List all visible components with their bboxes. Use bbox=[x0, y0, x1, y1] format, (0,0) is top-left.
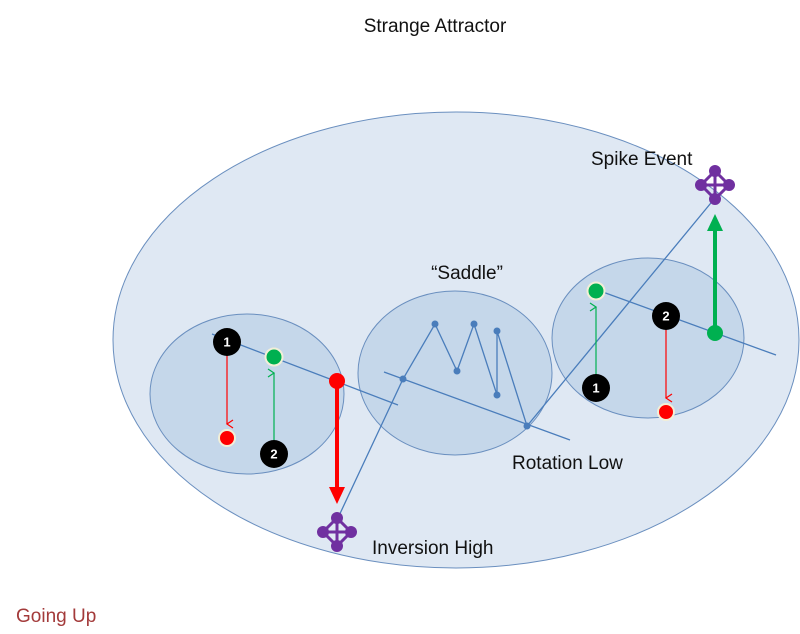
right-marker-1: 1 bbox=[582, 374, 610, 402]
saddle-trend-line bbox=[383, 371, 571, 441]
left-basin-ellipse bbox=[149, 313, 345, 475]
right-red-dot bbox=[657, 403, 675, 421]
left-marker-1: 1 bbox=[213, 328, 241, 356]
svg-text:2: 2 bbox=[270, 447, 277, 462]
left-green-dot bbox=[264, 347, 284, 367]
svg-text:2: 2 bbox=[662, 309, 669, 324]
rotation-low-label: Rotation Low bbox=[512, 453, 623, 474]
inversion-high-label: Inversion High bbox=[372, 538, 493, 559]
spike-event-label: Spike Event bbox=[591, 149, 693, 170]
trajectory-points bbox=[399, 320, 531, 430]
going-up-label: Going Up bbox=[16, 606, 96, 627]
svg-text:1: 1 bbox=[223, 335, 230, 350]
diagram-title: Strange Attractor bbox=[364, 16, 507, 37]
spike-arrowhead bbox=[707, 214, 723, 231]
inversion-arrowhead bbox=[329, 487, 345, 504]
left-red-dot bbox=[218, 429, 236, 447]
left-red-pivot bbox=[329, 373, 345, 389]
svg-text:1: 1 bbox=[592, 381, 599, 396]
right-green-dot bbox=[586, 281, 606, 301]
left-marker-2: 2 bbox=[260, 440, 288, 468]
right-green-pivot bbox=[707, 325, 723, 341]
right-marker-2: 2 bbox=[652, 302, 680, 330]
saddle-label: “Saddle” bbox=[431, 263, 503, 284]
left-trend-line bbox=[211, 333, 399, 406]
